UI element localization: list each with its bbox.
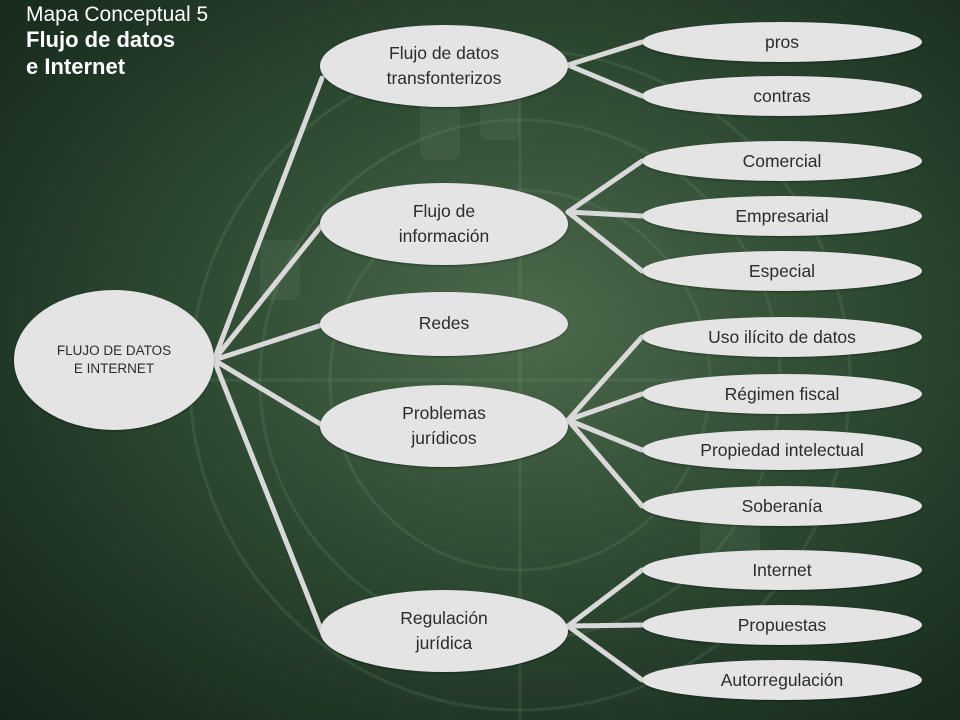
title-line-3: e Internet [26, 53, 126, 79]
title-line-1: Mapa Conceptual 5 [26, 3, 209, 26]
connector-b5-leaf-1 [565, 567, 645, 629]
connector-b4-leaf-4 [565, 417, 645, 509]
title-line-2: Flujo de datos [26, 27, 176, 53]
root-node-line-1: FLUJO DE DATOS [56, 342, 172, 358]
leaf-label: Uso ilícito de datos [708, 326, 856, 347]
leaf-node-autorregulacion: Autorregulación [642, 660, 922, 700]
branch-label-line-1: Problemas [402, 402, 486, 423]
branch-label-line-2: información [398, 226, 490, 246]
leaf-label: Comercial [742, 150, 822, 171]
connector-b2-leaf-2 [565, 209, 645, 219]
connector-b5-leaf-2 [565, 622, 645, 629]
branch-label-line-1: Flujo de datos [389, 42, 499, 63]
connector-b2-leaf-1 [565, 158, 645, 215]
page-title: Mapa Conceptual 5 Flujo de datos e Inter… [26, 2, 208, 80]
leaf-label: Propiedad intelectual [700, 439, 864, 460]
connector-root-branch-4 [211, 357, 325, 428]
leaf-label: Soberanía [741, 495, 823, 516]
branch-node-flujo-datos-transfonterizos: Flujo de datos transfonterizos [320, 25, 568, 107]
leaf-node-especial: Especial [642, 251, 922, 291]
branch-label-line-2: jurídica [415, 633, 473, 653]
leaf-node-empresarial: Empresarial [642, 196, 922, 236]
leaf-node-propuestas: Propuestas [642, 605, 922, 645]
leaf-label: Autorregulación [720, 669, 844, 690]
leaf-node-propiedad-intelectual: Propiedad intelectual [642, 430, 922, 470]
connector-b4-leaf-1 [565, 334, 645, 423]
connector-b1-leaf-1 [565, 39, 645, 68]
branch-node-flujo-informacion: Flujo de información [320, 183, 568, 265]
leaf-label: Empresarial [735, 205, 829, 226]
connector-b4-leaf-3 [565, 417, 645, 453]
leaf-node-comercial: Comercial [642, 141, 922, 181]
leaf-node-pros: pros [642, 22, 922, 62]
leaf-label: Propuestas [737, 614, 827, 635]
connector-b4-leaf-2 [565, 391, 645, 423]
branch-label-line-1: Redes [418, 313, 470, 334]
branch-label-line-2: transfonterizos [386, 68, 502, 88]
leaf-node-regimen-fiscal: Régimen fiscal [642, 374, 922, 414]
leaf-node-internet: Internet [642, 550, 922, 590]
leaf-label: Internet [752, 559, 812, 580]
connector-b2-leaf-3 [565, 209, 645, 274]
root-node: FLUJO DE DATOS E INTERNET [14, 290, 214, 430]
connector-root-branch-2 [211, 222, 325, 363]
connector-b1-leaf-2 [565, 62, 645, 99]
branch-label-line-1: Flujo de [412, 200, 476, 221]
root-node-line-2: E INTERNET [73, 361, 155, 376]
leaf-node-contras: contras [642, 76, 922, 116]
connector-b5-leaf-3 [565, 623, 645, 683]
leaf-node-uso-ilicito-datos: Uso ilícito de datos [642, 317, 922, 357]
branch-label-line-1: Regulación [400, 607, 488, 628]
connector-root-branch-1 [211, 75, 325, 363]
leaf-label: Régimen fiscal [724, 383, 840, 404]
connector-root-branch-3 [211, 322, 325, 363]
connector-root-branch-5 [211, 357, 325, 635]
leaf-label: contras [753, 85, 811, 106]
branch-node-regulacion-juridica: Regulación jurídica [320, 590, 568, 672]
branch-node-problemas-juridicos: Problemas jurídicos [320, 385, 568, 467]
branch-label-line-2: jurídicos [411, 428, 477, 448]
branch-node-redes: Redes [320, 292, 568, 356]
leaf-node-soberania: Soberanía [642, 486, 922, 526]
leaf-label: Especial [748, 260, 816, 281]
leaf-label: pros [764, 31, 800, 52]
